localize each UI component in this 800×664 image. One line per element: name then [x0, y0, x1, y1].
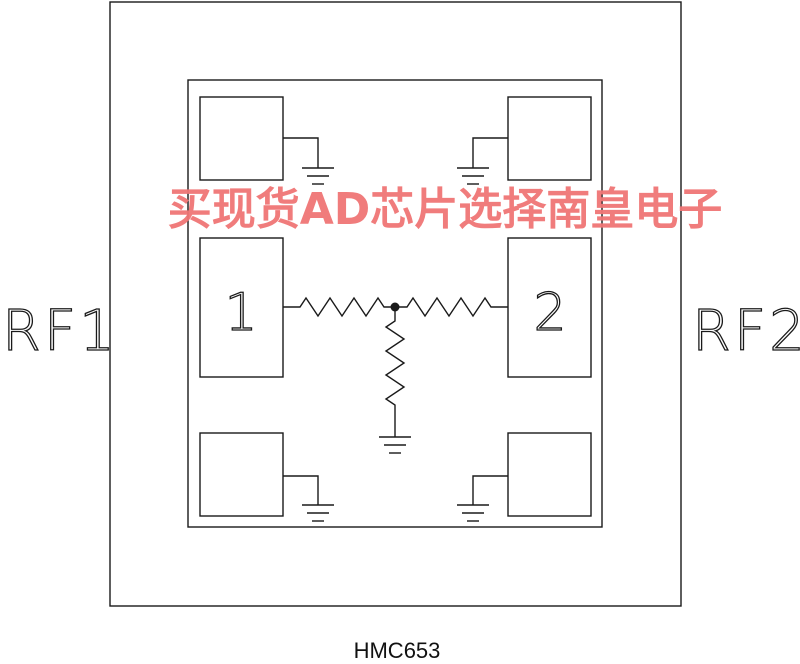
ground-symbol-bottom-left: [283, 475, 334, 522]
port-label-rf2: RF2: [692, 299, 800, 364]
pad-number-2: 2: [533, 283, 566, 343]
ground-symbol-bottom-right: [457, 475, 508, 522]
pad-number-1: 1: [224, 283, 257, 343]
watermark-text: 买现货AD芯片选择南皇电子: [168, 184, 723, 235]
ground-pad-top-right: [507, 96, 592, 181]
ground-pad-top-left: [199, 96, 284, 181]
resistor-left: [283, 296, 395, 318]
die-outline: [187, 79, 603, 528]
part-number-label: HMC653: [354, 638, 441, 663]
ground-symbol-top-left: [283, 137, 334, 185]
ground-symbol-top-right: [457, 137, 508, 185]
resistor-right: [395, 296, 508, 318]
ground-symbol-shunt: [379, 436, 411, 454]
package-outline: [109, 1, 682, 607]
ground-pad-bottom-right: [507, 432, 592, 517]
port-label-rf1: RF1: [2, 299, 118, 364]
resistor-shunt: [384, 307, 406, 437]
ground-pad-bottom-left: [199, 432, 284, 517]
